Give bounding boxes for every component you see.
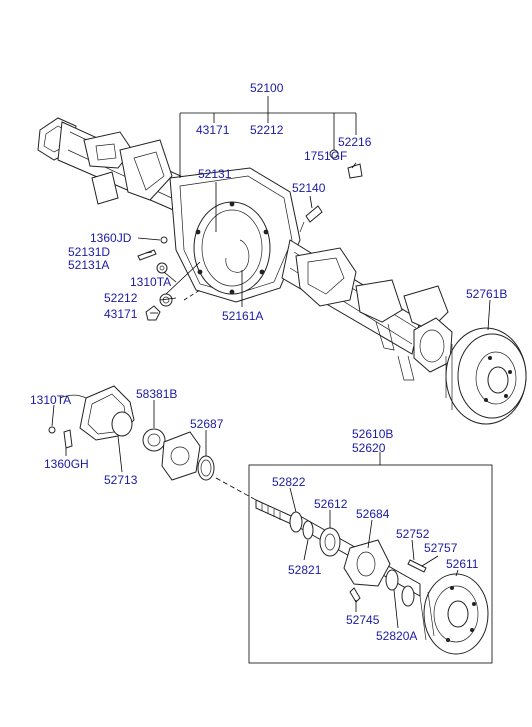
backing-plate-group	[48, 385, 215, 481]
callout-52611: 52611	[446, 557, 479, 571]
callout-52752: 52752	[396, 527, 430, 541]
callout-52212-top: 52212	[250, 123, 284, 137]
callout-labels: 52100 43171 52212 52216 1751GF 52131 521…	[30, 81, 507, 643]
callout-52684: 52684	[356, 507, 390, 521]
callout-52620: 52620	[352, 441, 386, 455]
callout-52100: 52100	[250, 81, 284, 95]
leader-lines	[51, 96, 491, 629]
callout-52713: 52713	[104, 473, 138, 487]
callout-52131: 52131	[198, 167, 232, 181]
kit-frame	[248, 464, 493, 664]
callout-52131d: 52131D	[68, 245, 110, 259]
callout-52822: 52822	[272, 475, 306, 489]
callout-52687: 52687	[190, 417, 224, 431]
callout-1360gh: 1360GH	[44, 457, 89, 471]
callout-1360jd: 1360JD	[90, 231, 132, 245]
callout-52131a: 52131A	[68, 258, 109, 272]
callout-52140: 52140	[292, 181, 326, 195]
callout-52161a: 52161A	[222, 309, 263, 323]
callout-52610b: 52610B	[352, 427, 393, 441]
callout-52761b: 52761B	[466, 287, 507, 301]
callout-1310ta-top: 1310TA	[130, 275, 171, 289]
brake-drum	[445, 327, 527, 425]
callout-52212-bottom: 52212	[104, 291, 138, 305]
callout-1751gf: 1751GF	[304, 149, 347, 163]
callout-52612: 52612	[314, 497, 348, 511]
callout-43171-top: 43171	[196, 123, 230, 137]
callout-52820a: 52820A	[376, 629, 417, 643]
callout-52216: 52216	[338, 135, 372, 149]
callout-52757: 52757	[424, 541, 458, 555]
axle-housing	[37, 117, 453, 381]
callout-1310ta-left: 1310TA	[30, 393, 71, 407]
axle-shaft-kit	[255, 499, 489, 655]
callout-43171-bottom: 43171	[104, 307, 138, 321]
callout-58381b: 58381B	[136, 387, 177, 401]
callout-52745: 52745	[346, 613, 380, 627]
callout-52821: 52821	[288, 563, 322, 577]
